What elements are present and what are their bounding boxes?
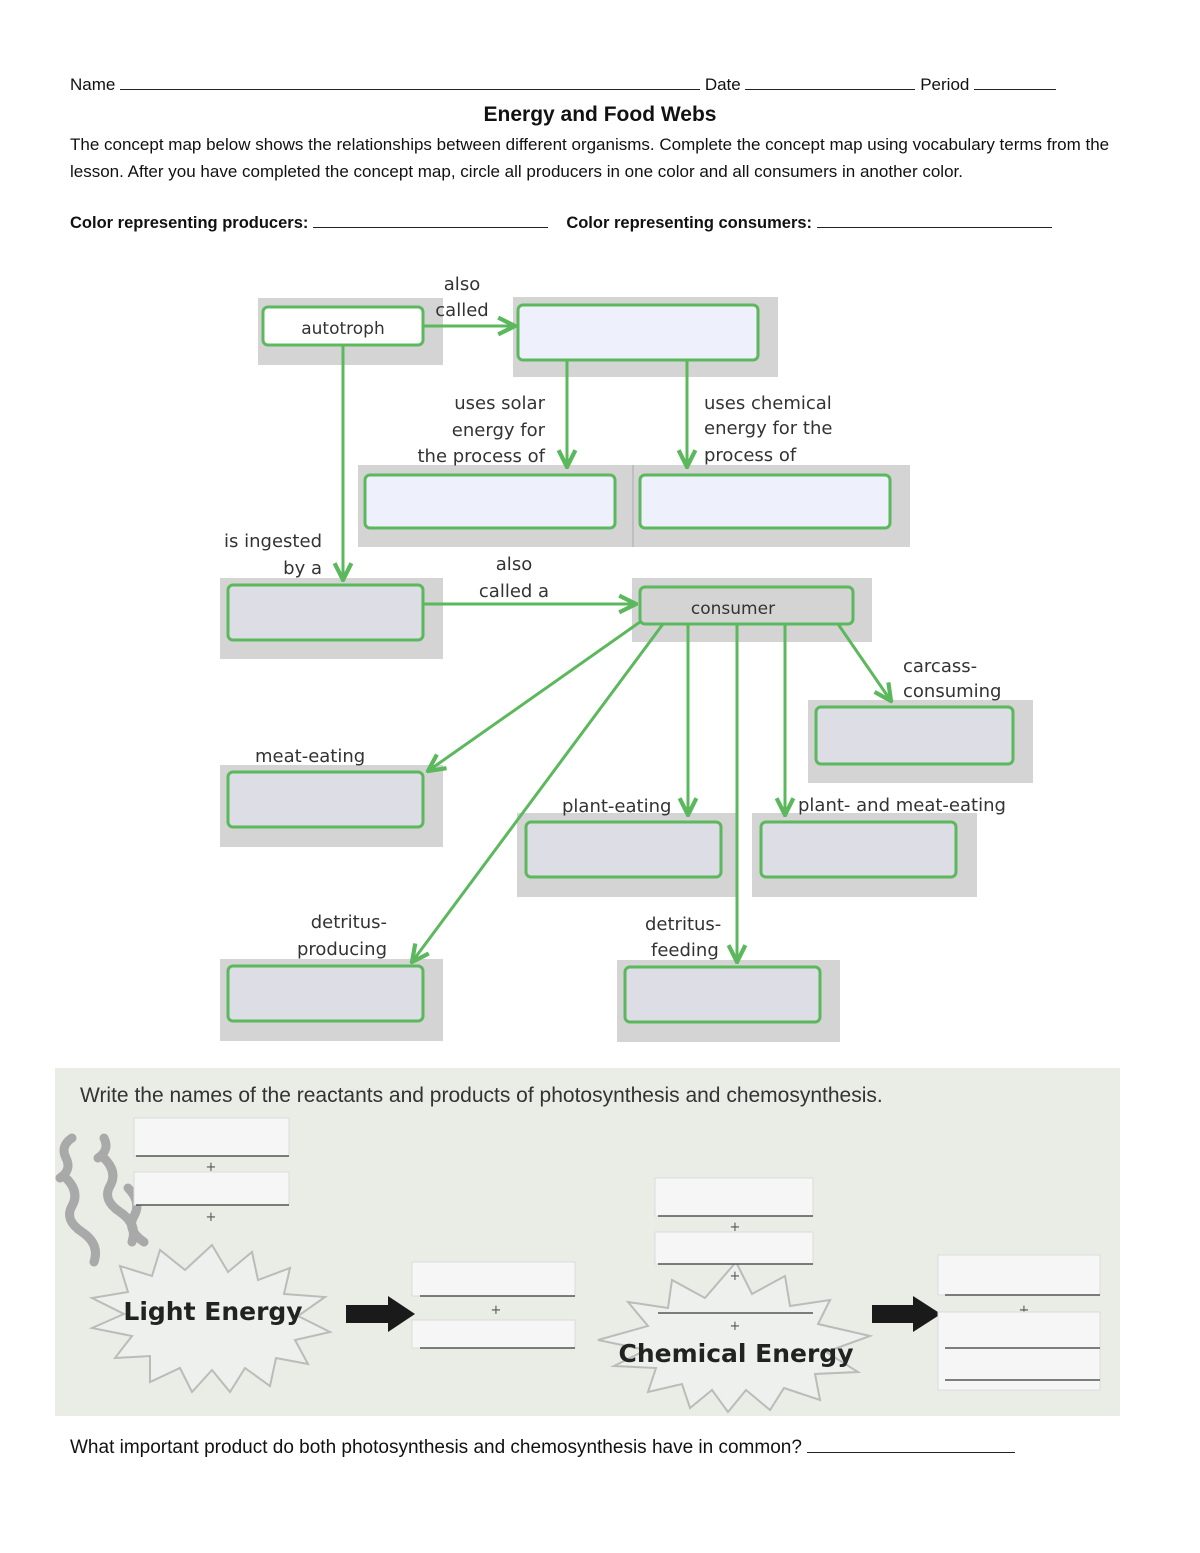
link-also-called: called bbox=[435, 300, 488, 321]
date-field[interactable] bbox=[745, 75, 916, 90]
plus-sign: + bbox=[730, 1220, 741, 1235]
period-field[interactable] bbox=[974, 75, 1057, 90]
link-ingested: by a bbox=[283, 558, 322, 579]
chemosynthesis-reactant-blanks[interactable]: + + + bbox=[654, 1177, 814, 1334]
link-detritus-feeding: detritus- bbox=[645, 914, 721, 935]
reactions-instruction: Write the names of the reactants and pro… bbox=[80, 1084, 883, 1107]
photosynthesis-answer-box[interactable] bbox=[363, 473, 617, 530]
color-fields: Color representing producers: Color repr… bbox=[70, 213, 1052, 233]
photosynthesis-product-blanks[interactable]: + bbox=[411, 1261, 576, 1349]
producers-color-label: Color representing producers: bbox=[70, 214, 309, 232]
heterotroph-answer-box[interactable] bbox=[226, 583, 425, 642]
link-solar-energy: the process of bbox=[417, 446, 545, 467]
plus-sign: + bbox=[491, 1303, 502, 1318]
detritivore-answer-box[interactable] bbox=[623, 965, 822, 1024]
date-label: Date bbox=[704, 75, 741, 94]
consumers-color-label: Color representing consumers: bbox=[566, 214, 813, 232]
chemosynthesis-product-blanks[interactable]: + bbox=[937, 1254, 1101, 1391]
question-text: What important product do both photosynt… bbox=[70, 1437, 802, 1458]
concept-map-arrows bbox=[343, 326, 891, 962]
producers-color-field[interactable] bbox=[312, 213, 548, 228]
chemosynthesis-answer-box[interactable] bbox=[638, 473, 892, 530]
plus-sign: + bbox=[730, 1269, 741, 1284]
link-solar-energy: energy for bbox=[452, 420, 546, 441]
link-chemical-energy: process of bbox=[704, 445, 797, 466]
plus-sign: + bbox=[1019, 1303, 1030, 1318]
light-energy-burst-icon bbox=[88, 1243, 333, 1394]
name-label: Name bbox=[70, 75, 116, 94]
consumers-color-field[interactable] bbox=[816, 213, 1052, 228]
link-chemical-energy: energy for the bbox=[704, 418, 832, 439]
carnivore-answer-box[interactable] bbox=[226, 770, 425, 829]
photosynthesis-reactant-blanks[interactable]: + + bbox=[133, 1117, 290, 1225]
name-field[interactable] bbox=[120, 75, 701, 90]
period-label: Period bbox=[920, 75, 970, 94]
decomposer-answer-box[interactable] bbox=[226, 964, 425, 1023]
link-solar-energy: uses solar bbox=[454, 393, 545, 414]
link-also-called-a: called a bbox=[479, 581, 549, 602]
link-carcass-consuming: consuming bbox=[903, 681, 1001, 702]
consumer-label: consumer bbox=[691, 599, 775, 619]
herbivore-answer-box[interactable] bbox=[524, 820, 723, 879]
link-chemical-energy: uses chemical bbox=[704, 393, 832, 414]
link-detritus-feeding: feeding bbox=[651, 940, 719, 961]
link-carcass-consuming: carcass- bbox=[903, 656, 977, 677]
link-detritus-producing: detritus- bbox=[311, 912, 387, 933]
omnivore-answer-box[interactable] bbox=[759, 820, 958, 879]
common-product-question: What important product do both photosynt… bbox=[70, 1437, 1016, 1459]
plus-sign: + bbox=[206, 1210, 217, 1225]
autotroph-label: autotroph bbox=[301, 319, 385, 339]
chemical-energy-label: Chemical Energy bbox=[618, 1339, 853, 1368]
consumer-box bbox=[638, 585, 855, 626]
reaction-arrow-icon bbox=[872, 1296, 941, 1332]
producer-answer-box[interactable] bbox=[516, 303, 760, 362]
link-ingested: is ingested bbox=[224, 531, 322, 552]
link-plant-eating: plant-eating bbox=[562, 796, 671, 817]
light-energy-label: Light Energy bbox=[123, 1297, 302, 1326]
plus-sign: + bbox=[206, 1160, 217, 1175]
link-also-called: also bbox=[444, 274, 480, 295]
chemical-energy-burst-icon bbox=[597, 1260, 874, 1414]
reaction-arrow-icon bbox=[346, 1296, 415, 1332]
intro-text: The concept map below shows the relation… bbox=[70, 135, 1110, 181]
common-product-answer-field[interactable] bbox=[807, 1438, 1016, 1453]
plus-sign: + bbox=[730, 1319, 741, 1334]
header-row: Name Date Period bbox=[70, 75, 1057, 95]
page-title: Energy and Food Webs bbox=[483, 103, 717, 126]
link-meat-eating: meat-eating bbox=[255, 746, 365, 767]
link-plant-and-meat-eating: plant- and meat-eating bbox=[798, 795, 1006, 816]
scavenger-answer-box[interactable] bbox=[814, 705, 1015, 766]
link-also-called-a: also bbox=[496, 554, 532, 575]
link-detritus-producing: producing bbox=[297, 939, 387, 960]
